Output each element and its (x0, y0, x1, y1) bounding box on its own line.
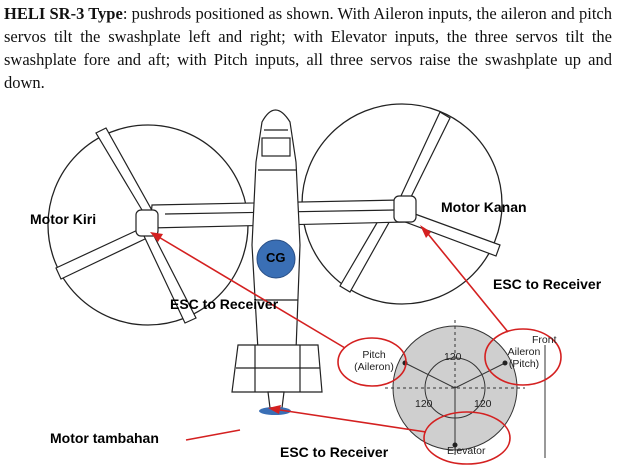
arrowheads (150, 225, 431, 414)
esc-label-center: ESC to Receiver (170, 296, 279, 312)
motor-extra-label: Motor tambahan (50, 430, 159, 446)
swashplate-diagram (385, 320, 546, 458)
esc-label-right: ESC to Receiver (493, 276, 602, 292)
paragraph-lead: HELI SR-3 Type (4, 4, 123, 23)
cg-label: CG (266, 250, 286, 265)
angle-left-label: 120 (415, 398, 433, 410)
description-paragraph: HELI SR-3 Type: pushrods positioned as s… (4, 2, 612, 94)
motor-right-label: Motor Kanan (441, 199, 527, 215)
annotations (156, 228, 562, 465)
pitch-servo-label: Pitch(Aileron) (354, 349, 394, 373)
motor-left-label: Motor Kiri (30, 211, 97, 227)
angle-right-label: 120 (474, 398, 492, 410)
esc-label-bottom: ESC to Receiver (280, 444, 389, 460)
front-label: Front (532, 334, 557, 346)
paragraph-body: : pushrods positioned as shown. With Ail… (4, 4, 612, 92)
aileron-servo-label: Aileron(Pitch) (507, 346, 541, 370)
angle-top-label: 120 (444, 351, 462, 363)
cg-circle (256, 239, 296, 279)
elevator-servo-label: Elevator (447, 445, 486, 457)
left-rotor-blades (55, 127, 197, 324)
